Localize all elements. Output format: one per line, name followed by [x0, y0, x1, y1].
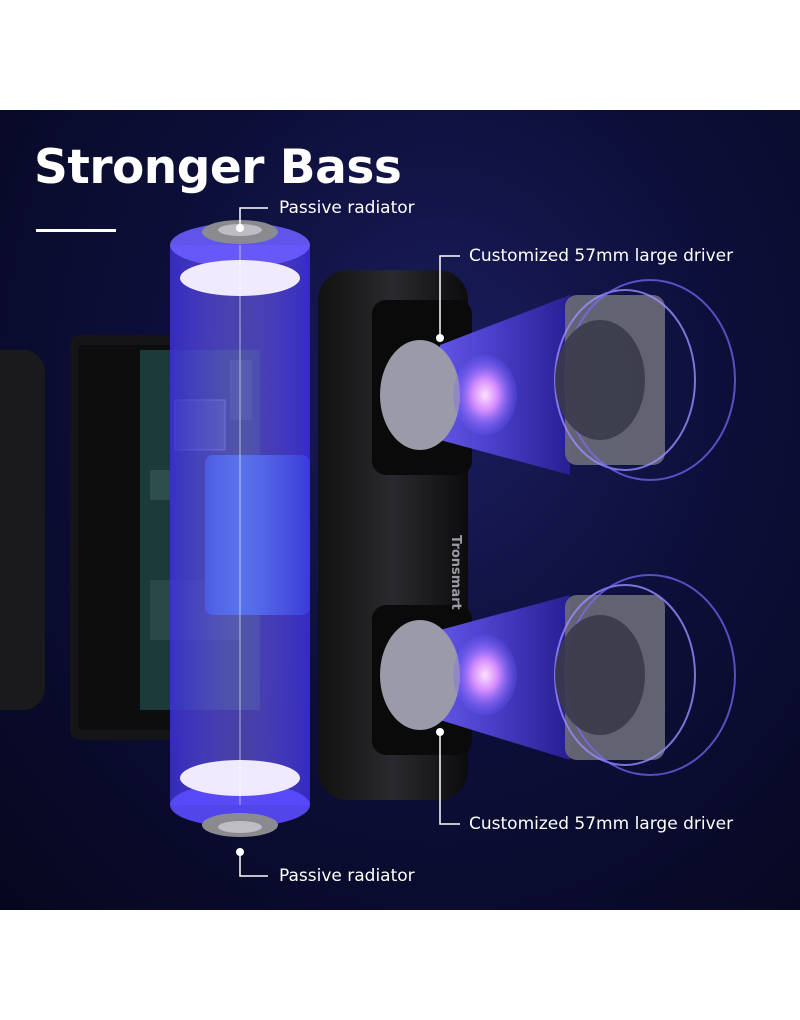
- title-underline: [36, 229, 116, 232]
- callout-lines: [239, 207, 460, 877]
- product-image: Tronsmart Stronger Bass Passive radiator…: [0, 110, 800, 910]
- speaker-illustration: Tronsmart: [0, 207, 736, 877]
- callout-dot: [236, 848, 244, 856]
- callout-dot: [236, 224, 244, 232]
- callout-bottom-radiator: Passive radiator: [279, 866, 415, 886]
- lower-driver: [380, 574, 736, 776]
- callout-dot: [436, 334, 444, 342]
- callout-top-driver: Customized 57mm large driver: [469, 246, 734, 266]
- upper-driver: [380, 279, 736, 481]
- passive-radiator-tube: [170, 223, 310, 827]
- callout-dot: [436, 728, 444, 736]
- page-title: Stronger Bass: [34, 140, 402, 195]
- brand-logo: Tronsmart: [448, 535, 463, 610]
- callout-bottom-driver: Customized 57mm large driver: [469, 814, 734, 834]
- callout-top-radiator: Passive radiator: [279, 198, 415, 218]
